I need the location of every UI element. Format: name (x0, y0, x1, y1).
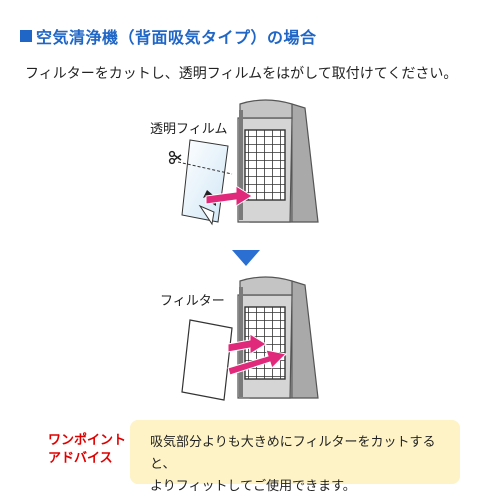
transparent-film (177, 139, 233, 226)
insert-arrow-bottom-2 (227, 349, 288, 376)
scissors-icon (168, 150, 182, 165)
tip-text-line1: 吸気部分よりも大きめにフィルターをカットすると、 (150, 435, 436, 472)
down-arrow-icon (232, 250, 260, 266)
tip-label-line2: アドバイス (48, 451, 113, 466)
insert-arrow-top (205, 185, 253, 207)
tip-label: ワンポイント アドバイス (48, 432, 126, 468)
insert-arrow-bottom-1 (227, 333, 267, 355)
heading-text: 空気清浄機（背面吸気タイプ）の場合 (36, 28, 317, 47)
tip-text: 吸気部分よりも大きめにフィルターをカットすると、 よりフィットしてご使用できます… (150, 432, 460, 498)
heading-square-icon (20, 30, 32, 42)
film-label: 透明フィルム (150, 122, 228, 137)
tip-label-line1: ワンポイント (48, 433, 127, 448)
tip-box: 吸気部分よりも大きめにフィルターをカットすると、 よりフィットしてご使用できます… (130, 420, 460, 494)
instruction-text: フィルターをカットし、透明フィルムをはがして取付けてください。 (25, 66, 458, 82)
tip-text-line2: よりフィットしてご使用できます。 (150, 479, 356, 494)
section-heading: 空気清浄機（背面吸気タイプ）の場合 (20, 24, 317, 48)
filter-sheet (181, 319, 233, 401)
air-purifier-top (237, 99, 319, 223)
filter-label: フィルター (160, 294, 225, 309)
